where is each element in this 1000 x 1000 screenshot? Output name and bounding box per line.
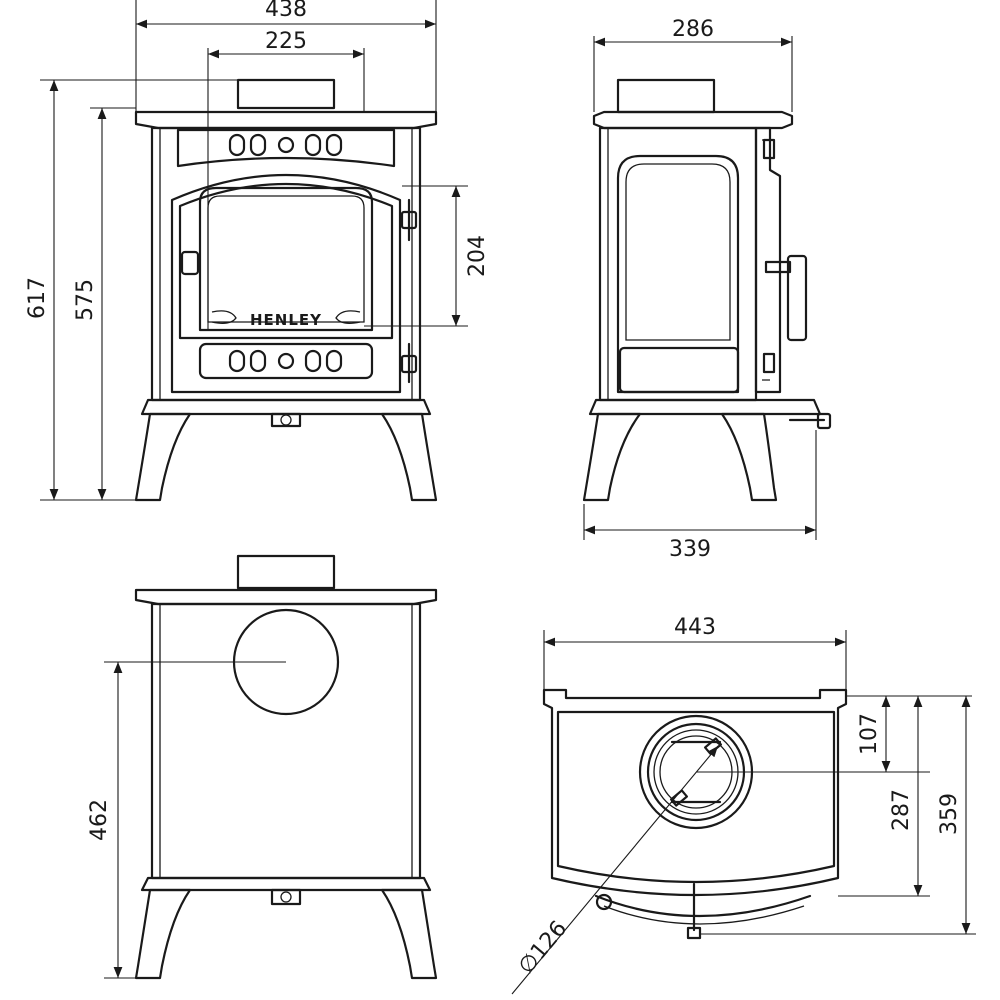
side-top-plate <box>592 110 794 130</box>
dim-rear-flue-height: 462 <box>87 799 112 841</box>
side-view <box>582 78 832 502</box>
side-panel-inner <box>625 163 731 341</box>
front-bottom-vent-slots <box>228 349 343 373</box>
top-air-spinner <box>686 926 702 940</box>
brand-label: HENLEY <box>250 311 322 329</box>
side-base <box>588 398 822 416</box>
dim-flue-centre-depth: 287 <box>889 789 914 831</box>
side-door-handle <box>786 254 808 342</box>
front-top-vent-slots <box>228 133 343 157</box>
rear-right-leg <box>380 888 438 980</box>
front-flue-collar <box>236 78 336 110</box>
rear-base <box>140 876 432 892</box>
front-door-glass <box>207 195 365 323</box>
side-door-profile <box>754 126 782 394</box>
dim-top-height: 575 <box>73 279 98 321</box>
rear-dimensions: 462 <box>87 661 286 979</box>
front-door <box>178 182 394 340</box>
dim-flue-diameter: ∅126 <box>514 916 572 979</box>
side-hinge-bottom <box>762 352 776 374</box>
front-top-plate <box>134 110 438 130</box>
side-body <box>598 126 758 402</box>
dim-flue-width: 225 <box>265 29 307 54</box>
front-dimensions: 438 225 617 575 204 <box>25 0 490 501</box>
front-left-leg <box>134 412 192 502</box>
front-base <box>140 398 432 416</box>
front-door-handle <box>180 250 200 276</box>
top-dimensions: 443 107 287 359 ∅126 <box>511 615 976 995</box>
side-panel-outer <box>616 154 740 394</box>
front-body <box>150 126 422 402</box>
dim-door-height: 204 <box>465 235 490 277</box>
rear-left-leg <box>134 888 192 980</box>
side-hinge-top <box>762 138 776 160</box>
top-outer-plate <box>542 688 848 897</box>
front-view: HENLEY <box>134 78 438 502</box>
front-bottom-vent-panel <box>198 342 374 380</box>
side-air-spinner <box>816 412 832 430</box>
dim-front-width: 438 <box>265 0 307 22</box>
top-front-rail <box>594 894 812 918</box>
dim-flue-offset: 107 <box>857 713 882 755</box>
rear-flue-collar <box>236 554 336 590</box>
top-inner-plate <box>556 710 836 884</box>
front-right-leg <box>380 412 438 502</box>
side-left-leg <box>582 412 642 502</box>
front-door-frame <box>170 173 402 394</box>
front-air-control <box>270 412 302 428</box>
front-top-vent-panel <box>176 128 396 168</box>
dim-overall-depth: 359 <box>937 793 962 835</box>
top-handle-knob <box>595 893 613 911</box>
side-dimensions: 286 339 <box>583 17 817 562</box>
side-right-leg <box>720 412 778 502</box>
dim-top-width: 443 <box>674 615 716 640</box>
side-flue-collar <box>616 78 716 114</box>
rear-view <box>134 554 438 980</box>
dim-overall-height: 617 <box>25 277 50 319</box>
rear-air-control <box>270 888 302 906</box>
rear-top-plate <box>134 588 438 606</box>
dim-side-depth-top: 286 <box>672 17 714 42</box>
dim-side-depth-base: 339 <box>669 537 711 562</box>
side-handle-arm <box>764 260 792 274</box>
front-door-glass-frame <box>198 186 374 332</box>
rear-body <box>150 602 422 880</box>
side-lower-panel <box>618 346 740 394</box>
